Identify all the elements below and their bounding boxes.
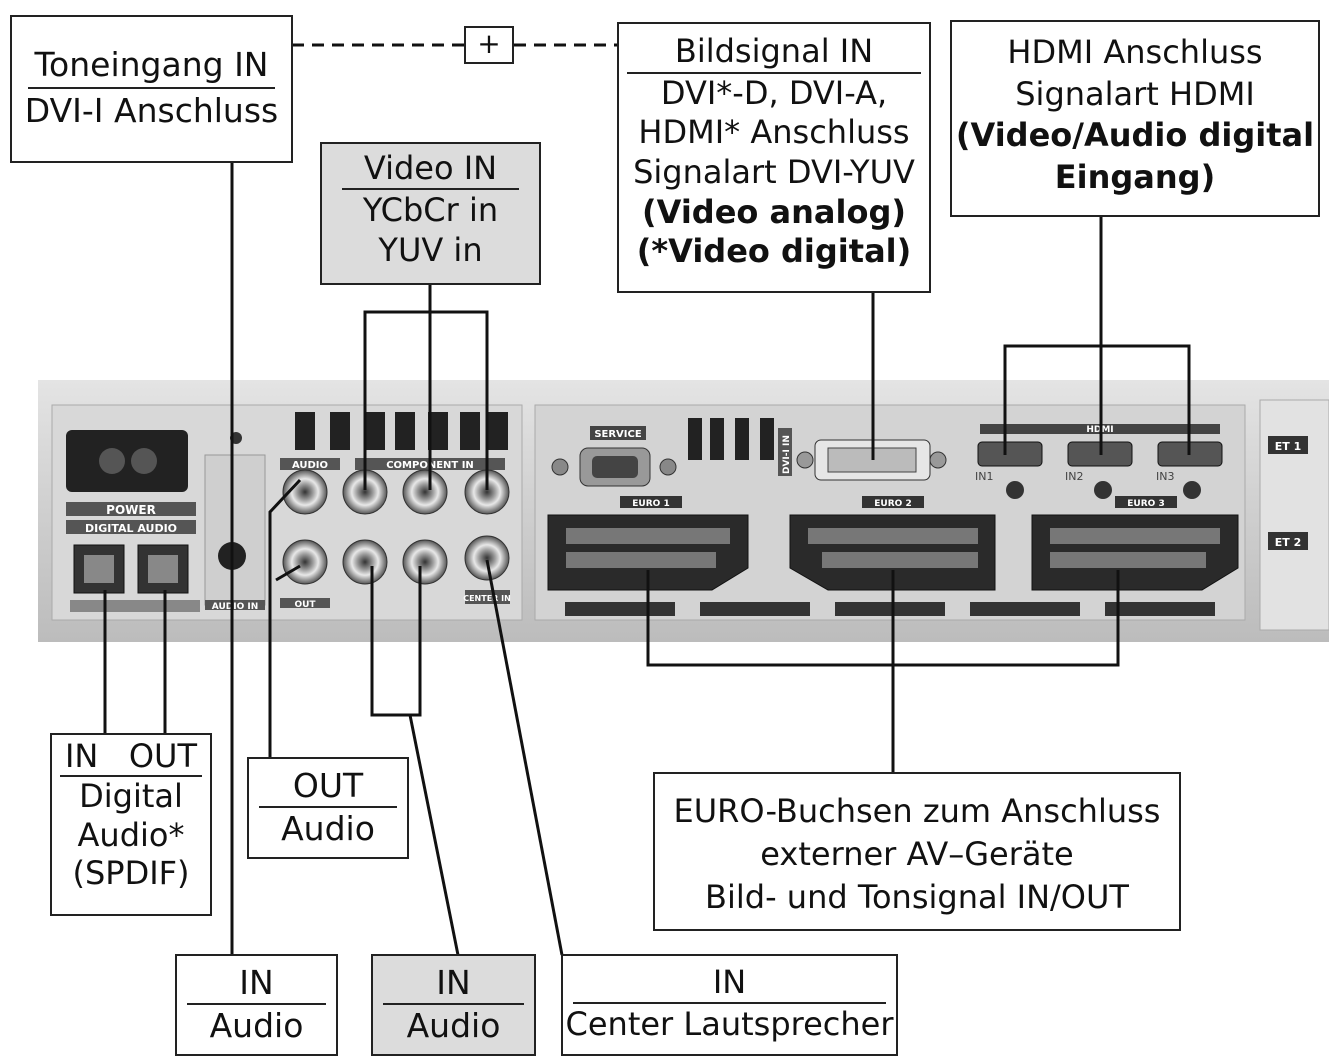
toneingang-line2: DVI-I Anschluss xyxy=(24,90,279,130)
bildsignal-line3: HDMI* Anschluss xyxy=(638,113,910,152)
callout-toneingang: Toneingang IN DVI-I Anschluss xyxy=(10,15,293,163)
euro1-label: EURO 1 xyxy=(632,499,669,509)
bildsignal-line5: (Video analog) xyxy=(642,192,906,231)
in-center-line1: IN xyxy=(712,963,747,1001)
callout-out-audio: OUT Audio xyxy=(247,757,409,859)
audio-label: AUDIO xyxy=(292,460,328,471)
et1-label: ET 1 xyxy=(1275,440,1302,453)
in-audio-2-line1: IN xyxy=(436,963,471,1002)
audio-out-r-jack xyxy=(282,539,328,585)
center-in-label: CENTER IN xyxy=(463,594,511,603)
euro2-label: EURO 2 xyxy=(874,499,911,509)
in-center-line2: Center Lautsprecher xyxy=(565,1005,894,1043)
service-label: SERVICE xyxy=(594,429,642,440)
bildsignal-line4: Signalart DVI-YUV xyxy=(633,153,915,192)
power-pin-right-icon xyxy=(131,448,157,474)
euro-line3: Bild- und Tonsignal IN/OUT xyxy=(705,878,1129,917)
video-in-line1: Video IN xyxy=(363,149,498,187)
digital-audio-line4: (SPDIF) xyxy=(72,854,190,893)
callout-in-audio-1: IN Audio xyxy=(175,954,338,1056)
euro3-label: EURO 3 xyxy=(1127,499,1164,509)
callout-in-audio-2: IN Audio xyxy=(371,954,536,1056)
toneingang-line1: Toneingang IN xyxy=(34,45,269,84)
dvi-in-label: DVI-I IN xyxy=(782,435,792,474)
callout-bildsignal: Bildsignal IN DVI*-D, DVI-A, HDMI* Ansch… xyxy=(617,22,931,293)
hdmi-in3-label: IN3 xyxy=(1156,470,1174,483)
video-in-line3: YUV in xyxy=(378,231,483,269)
video-in-line2: YCbCr in xyxy=(362,191,499,229)
power-socket xyxy=(66,430,188,492)
hdmi-in2-label: IN2 xyxy=(1065,470,1083,483)
hdmi-line2: Signalart HDMI xyxy=(1015,74,1255,113)
out-audio-line2: Audio xyxy=(281,809,375,849)
hdmi-in1-port xyxy=(977,441,1043,467)
center-in-jack xyxy=(464,535,510,581)
in-audio-1-line2: Audio xyxy=(209,1006,304,1046)
bildsignal-line6: (*Video digital) xyxy=(636,232,912,271)
callout-in-center: IN Center Lautsprecher xyxy=(561,954,898,1056)
callout-video-in: Video IN YCbCr in YUV in xyxy=(320,142,541,285)
component-cb-jack xyxy=(402,469,448,515)
euro-line2: externer AV–Geräte xyxy=(760,835,1074,874)
et2-label: ET 2 xyxy=(1275,536,1302,549)
out-label: OUT xyxy=(294,600,316,610)
audio-in-l-jack xyxy=(402,539,448,585)
hdmi-line4: Eingang) xyxy=(1054,157,1216,196)
euro-line1: EURO-Buchsen zum Anschluss xyxy=(673,792,1161,830)
panel-right-edge xyxy=(1259,399,1329,631)
power-label: POWER xyxy=(106,503,156,517)
callout-euro: EURO-Buchsen zum Anschluss externer AV–G… xyxy=(653,772,1181,931)
in-audio-2-line2: Audio xyxy=(406,1006,501,1046)
hdmi-line3: (Video/Audio digital xyxy=(955,116,1315,155)
digital-audio-line2: Digital xyxy=(79,777,183,816)
in-audio-1-line1: IN xyxy=(239,963,274,1002)
out-audio-line1: OUT xyxy=(292,766,364,805)
power-pin-left-icon xyxy=(99,448,125,474)
audio-in-r-jack xyxy=(342,539,388,585)
audio-in-label: AUDIO IN xyxy=(212,602,258,612)
callout-hdmi: HDMI Anschluss Signalart HDMI (Video/Aud… xyxy=(950,20,1320,217)
bildsignal-line2: DVI*-D, DVI-A, xyxy=(660,73,888,112)
bildsignal-line1: Bildsignal IN xyxy=(674,32,874,70)
hdmi-line1: HDMI Anschluss xyxy=(1007,33,1263,71)
callout-digital-audio: IN OUT Digital Audio* (SPDIF) xyxy=(50,733,212,916)
digital-audio-label: DIGITAL AUDIO xyxy=(85,522,177,535)
digital-audio-line3: Audio* xyxy=(77,815,185,854)
hdmi-in1-label: IN1 xyxy=(975,470,993,483)
digital-audio-line1: IN OUT xyxy=(64,737,198,775)
connector-lines xyxy=(103,43,1191,956)
audio-out-l-jack xyxy=(282,469,328,515)
plus-icon: + xyxy=(464,26,514,64)
